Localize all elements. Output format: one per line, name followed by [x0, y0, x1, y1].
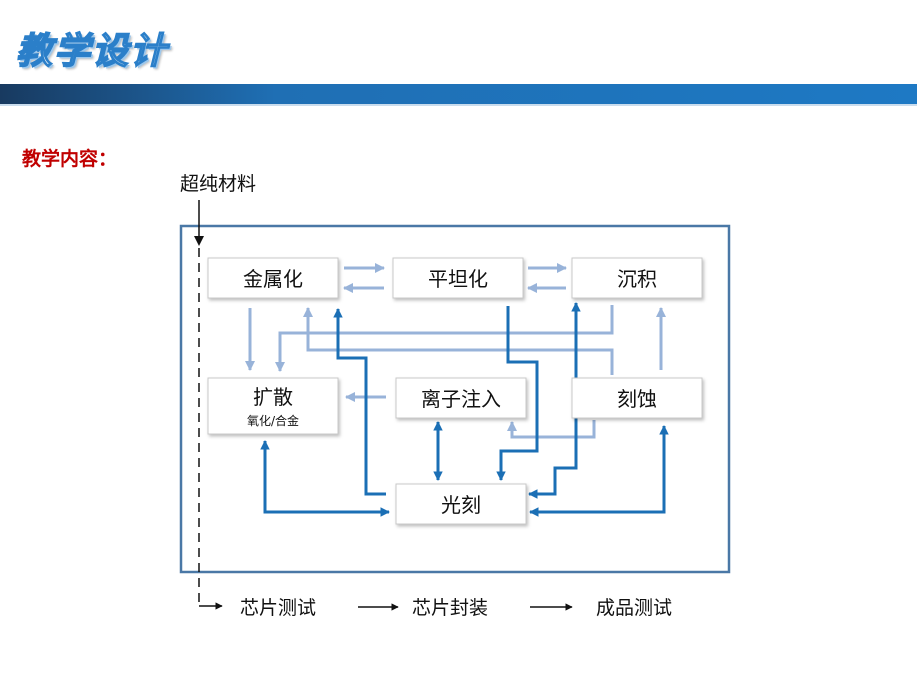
- node-metallization-label: 金属化: [243, 267, 303, 291]
- input-material-label: 超纯材料: [180, 173, 256, 195]
- section-label: 教学内容：: [22, 148, 118, 170]
- node-deposition: 沉积: [571, 257, 703, 299]
- flow-chip-test: 芯片测试: [240, 597, 316, 619]
- node-ion-implant: 离子注入: [395, 377, 527, 419]
- node-metallization: 金属化: [207, 257, 339, 299]
- node-planarization: 平坦化: [392, 257, 524, 299]
- node-diffusion-sublabel: 氧化/合金: [247, 413, 299, 428]
- flow-chip-package: 芯片封装: [412, 597, 488, 619]
- header-bar: [0, 84, 917, 104]
- arrow-litho-to-diffusion: [260, 440, 390, 517]
- light-arrows: [244, 262, 667, 439]
- flow-final-test: 成品测试: [596, 597, 672, 619]
- node-diffusion: 扩散 氧化/合金: [207, 377, 339, 435]
- arrow-etch-to-ion: [506, 420, 596, 439]
- node-etching-label: 刻蚀: [617, 387, 657, 411]
- arrow-litho-to-etch: [529, 425, 669, 517]
- node-ion-implant-label: 离子注入: [421, 387, 501, 411]
- input-arrow-head: [194, 236, 204, 246]
- arrow-litho-to-metal: [333, 308, 386, 496]
- node-diffusion-label: 扩散: [253, 385, 293, 409]
- node-lithography-label: 光刻: [441, 493, 481, 517]
- node-deposition-label: 沉积: [617, 267, 657, 291]
- slide-title: 教学设计: [15, 30, 169, 73]
- arrow-depo-to-diffusion: [274, 305, 614, 373]
- process-frame: [179, 224, 731, 574]
- node-lithography: 光刻: [395, 483, 527, 525]
- node-etching: 刻蚀: [571, 377, 703, 419]
- arrow-etch-to-metal: [302, 306, 614, 375]
- node-planarization-label: 平坦化: [428, 267, 488, 291]
- header-bar-underline: [0, 104, 917, 106]
